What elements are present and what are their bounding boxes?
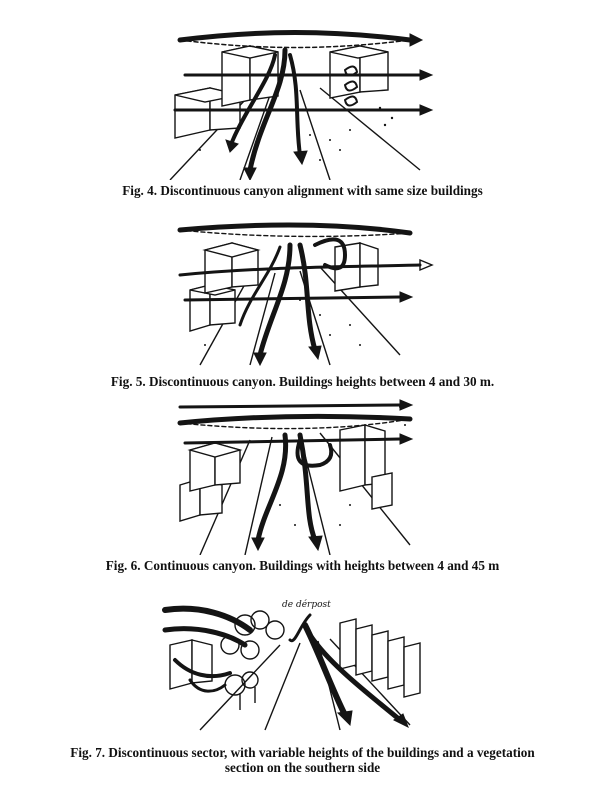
fig6-caption: Fig. 6. Continuous canyon. Buildings wit…	[0, 558, 605, 573]
figure-7: de dérpost Fig. 7. Di	[0, 585, 605, 789]
figure-4: Fig. 4. Discontinuous canyon alignment w…	[0, 0, 605, 205]
fig7-annotation: de dérpost	[282, 599, 331, 610]
figure-6: Fig. 6. Continuous canyon. Buildings wit…	[0, 395, 605, 580]
fig5-sketch	[0, 205, 605, 370]
fig4-sketch	[0, 0, 605, 180]
fig7-sketch: de dérpost	[0, 585, 605, 735]
figure-5: Fig. 5. Discontinuous canyon. Buildings …	[0, 205, 605, 395]
fig4-caption: Fig. 4. Discontinuous canyon alignment w…	[0, 183, 605, 198]
fig7-caption-line1: Fig. 7. Discontinuous sector, with varia…	[0, 745, 605, 760]
fig5-caption: Fig. 5. Discontinuous canyon. Buildings …	[0, 374, 605, 389]
fig7-caption-line2: section on the southern side	[0, 760, 605, 775]
fig6-sketch	[0, 395, 605, 555]
